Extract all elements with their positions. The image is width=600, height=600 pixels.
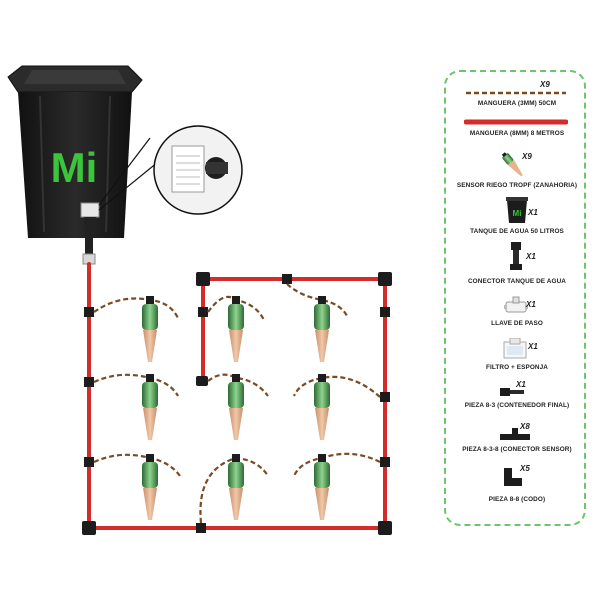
main-hose-network [87, 262, 387, 530]
kit-item-label: MANGUERA (8MM) 8 METROS [469, 130, 565, 137]
kit-contents-panel: X9 MANGUERA (3MM) 50CM MANGUERA (8MM) 8 … [444, 70, 586, 526]
water-tank-icon: Mi [506, 197, 528, 223]
kit-item-label: SENSOR RIEGO TROPF (ZANAHORIA) [456, 182, 578, 189]
tee-connector [196, 523, 206, 533]
tee-connector [84, 307, 94, 317]
kit-item-qty: X5 [520, 464, 530, 473]
tee-connector [84, 457, 94, 467]
tee-connector [198, 307, 208, 317]
tank-brand-text: Mi [51, 144, 98, 191]
kit-item-label: CONECTOR TANQUE DE AGUA [467, 278, 567, 285]
kit-item-label: MANGUERA (3MM) 50CM [477, 100, 557, 107]
carrot-sensor [314, 296, 330, 362]
carrot-sensor-icon [501, 152, 523, 177]
carrot-sensor [142, 296, 158, 362]
kit-item-qty: X1 [528, 208, 538, 217]
elbow-connector [378, 272, 392, 286]
tank-lid-top [24, 70, 126, 84]
tank-rib [39, 95, 45, 233]
kit-item-label: FILTRO + ESPONJA [485, 364, 549, 371]
thick-hose-icon [464, 119, 568, 125]
tee-connector [380, 392, 390, 402]
elbow-connector [378, 521, 392, 535]
kit-item-qty: X9 [540, 80, 550, 89]
tee-connector-icon [500, 428, 530, 440]
tee-connector [380, 457, 390, 467]
carrot-sensor [228, 296, 244, 362]
end-piece-icon [500, 388, 524, 396]
kit-item-label: LLAVE DE PASO [491, 320, 543, 327]
elbow-connector [196, 272, 210, 286]
carrot-sensor [228, 374, 244, 440]
thin-hose-icon [466, 91, 566, 95]
end-piece-connector [196, 376, 208, 386]
elbow-icon [504, 468, 522, 486]
carrot-sensors [142, 296, 330, 520]
kit-item-qty: X1 [528, 342, 538, 351]
valve-icon [504, 296, 528, 313]
filter-icon [503, 338, 527, 359]
water-tank: Mi [7, 65, 143, 238]
main-line-connectors [82, 272, 392, 535]
kit-item-qty: X1 [526, 300, 536, 309]
carrot-sensor [142, 374, 158, 440]
tee-connector [84, 377, 94, 387]
kit-item-label: TANQUE DE AGUA 50 LITROS [470, 228, 564, 235]
tee-connector [282, 274, 292, 284]
tank-connector-icon [510, 242, 522, 270]
carrot-sensor [314, 454, 330, 520]
tank-rib [105, 95, 111, 233]
tank-body [18, 92, 132, 238]
tank-outlet-nut [84, 217, 96, 227]
kit-item-qty: X1 [526, 252, 536, 261]
tee-connector [380, 307, 390, 317]
carrot-sensor [228, 454, 244, 520]
tank-outlet [80, 202, 100, 218]
connector-zoom-callout [98, 125, 243, 215]
kit-item-label: PIEZA 8-3 (CONTENEDOR FINAL) [464, 402, 570, 409]
kit-item-qty: X8 [520, 422, 530, 431]
kit-item-qty: X1 [516, 380, 526, 389]
carrot-sensor [142, 454, 158, 520]
carrot-sensor [314, 374, 330, 440]
svg-text:Mi: Mi [513, 209, 522, 218]
kit-item-qty: X9 [522, 152, 532, 161]
kit-item-label: PIEZA 8-3-8 (CONECTOR SENSOR) [462, 446, 572, 453]
elbow-connector [82, 521, 96, 535]
zoom-filter [171, 145, 205, 193]
kit-item-label: PIEZA 8-8 (CODO) [488, 496, 546, 503]
